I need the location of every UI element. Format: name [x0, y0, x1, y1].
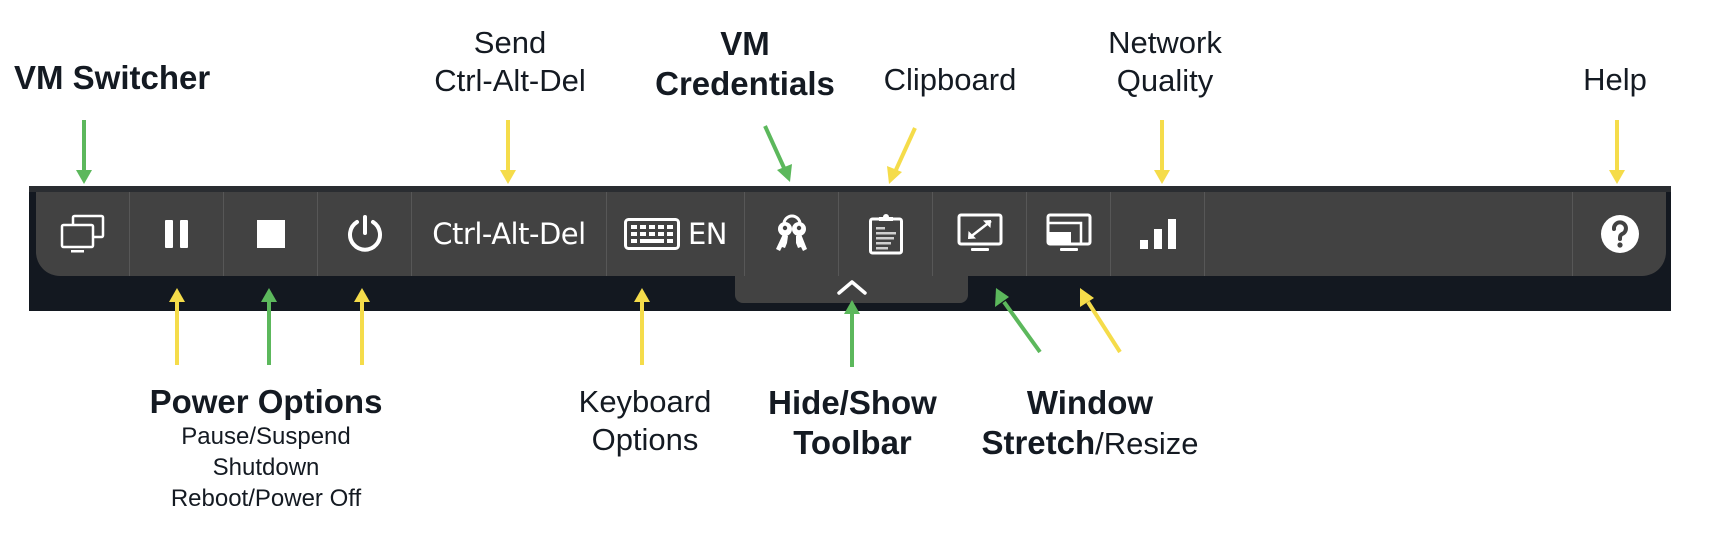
arrow-window-stretch	[995, 288, 1042, 354]
send-cad-label-line1: Send	[473, 25, 547, 60]
power-options-title: Power Options	[149, 383, 383, 420]
keyboard-options-label-line2: Options	[591, 421, 699, 457]
hide-show-label-line1: Hide/Show	[768, 384, 937, 421]
window-label-stretch: Stretch	[981, 424, 1096, 462]
vm-toolbar: Ctrl-Alt-Del EN	[36, 192, 1666, 276]
pause-icon	[164, 220, 188, 248]
arrow-send-cad	[500, 120, 516, 184]
arrow-stop	[261, 288, 277, 365]
vm-credentials-label-line1: VM	[720, 25, 770, 62]
chevron-up-icon	[836, 280, 867, 295]
help-button[interactable]	[1572, 192, 1666, 276]
power-button[interactable]	[318, 192, 412, 276]
hide-show-label-line2: Toolbar	[793, 424, 912, 462]
hide-show-toolbar-label: Hide/Show Toolbar	[750, 383, 955, 464]
power-options-sub2: Shutdown	[212, 453, 320, 481]
arrow-window-resize	[1080, 288, 1122, 354]
arrow-keyboard	[634, 288, 650, 365]
ctrl-alt-del-button[interactable]: Ctrl-Alt-Del	[412, 192, 607, 276]
send-cad-label: Send Ctrl-Alt-Del	[405, 24, 615, 100]
help-icon	[1600, 215, 1639, 253]
pause-button[interactable]	[130, 192, 224, 276]
network-quality-button[interactable]	[1111, 192, 1205, 276]
arrow-help	[1609, 120, 1625, 184]
arrow-clipboard	[887, 127, 917, 184]
arrow-vm-credentials	[763, 125, 792, 182]
hide-show-toolbar-tab[interactable]	[735, 276, 968, 303]
arrow-power	[354, 288, 370, 365]
help-label: Help	[1583, 62, 1647, 97]
window-resize-button[interactable]	[1027, 192, 1111, 276]
stop-icon	[256, 220, 285, 248]
power-options-sub1: Pause/Suspend	[181, 423, 351, 451]
stop-button[interactable]	[224, 192, 318, 276]
keyboard-icon	[623, 218, 680, 250]
network-quality-label-line2: Quality	[1116, 62, 1214, 98]
clipboard-label: Clipboard	[883, 62, 1017, 97]
arrow-vm-switcher	[76, 120, 92, 184]
arrow-hide-show	[844, 300, 860, 367]
vm-credentials-label: VM Credentials	[645, 24, 845, 105]
window-label-resize: /Resize	[1095, 426, 1199, 462]
window-stretch-button[interactable]	[933, 192, 1027, 276]
resize-monitor-icon	[1046, 213, 1091, 251]
window-stretch-resize-label: Window Stretch/Resize	[970, 383, 1210, 464]
signal-bars-icon	[1139, 219, 1176, 249]
monitors-icon	[60, 214, 104, 253]
vm-switcher-button[interactable]	[36, 192, 130, 276]
power-icon	[347, 215, 382, 252]
vm-switcher-label: VM Switcher	[14, 59, 211, 96]
arrow-pause	[169, 288, 185, 365]
power-options-sub3: Reboot/Power Off	[170, 484, 362, 512]
window-label-line1: Window	[1026, 384, 1154, 421]
clipboard-icon	[868, 214, 903, 255]
send-cad-label-line2: Ctrl-Alt-Del	[434, 62, 586, 98]
network-quality-label: Network Quality	[1085, 24, 1245, 100]
network-quality-label-line1: Network	[1108, 25, 1222, 60]
keyboard-options-button[interactable]: EN	[607, 192, 745, 276]
keys-icon	[775, 214, 807, 251]
power-options-label: Power Options Pause/Suspend Shutdown Reb…	[136, 382, 396, 514]
clipboard-button[interactable]	[839, 192, 933, 276]
stretch-monitor-icon	[957, 213, 1002, 251]
keyboard-options-label: Keyboard Options	[560, 383, 730, 459]
keyboard-options-label-line1: Keyboard	[578, 384, 712, 419]
vm-credentials-label-line2: Credentials	[655, 65, 835, 103]
vm-credentials-button[interactable]	[745, 192, 839, 276]
arrow-network-quality	[1154, 120, 1170, 184]
ctrl-alt-del-label: Ctrl-Alt-Del	[432, 217, 586, 251]
keyboard-language-label: EN	[687, 217, 728, 251]
